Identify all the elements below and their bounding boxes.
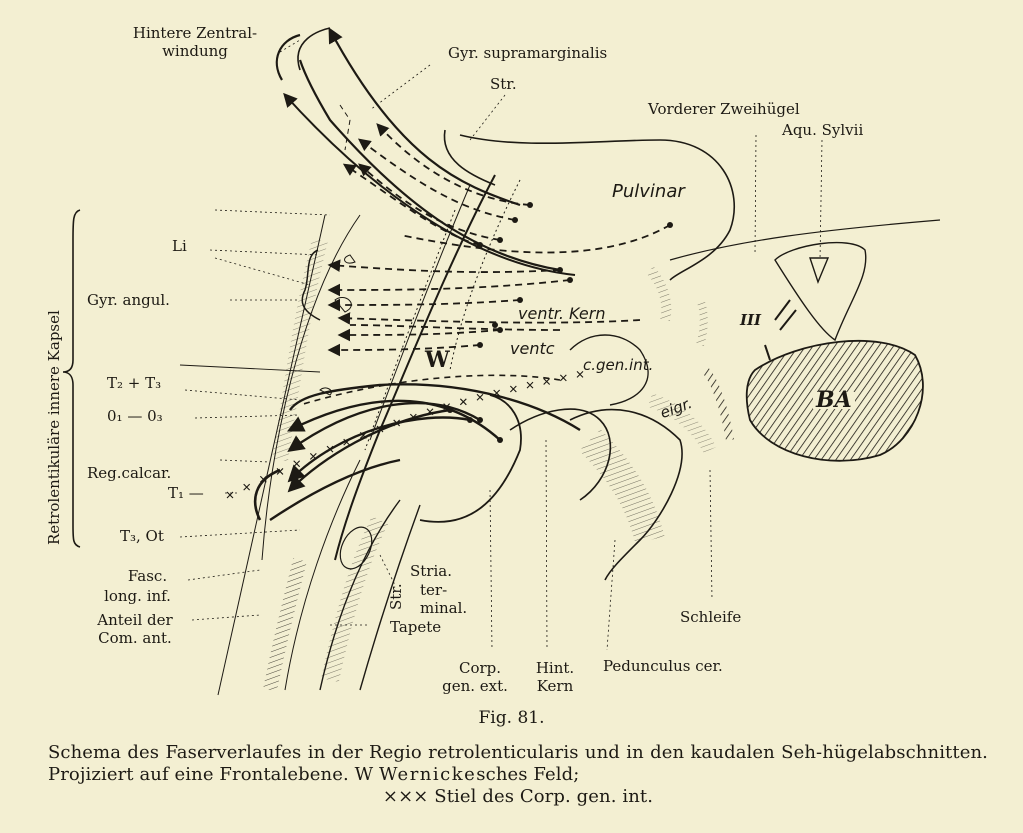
figure-caption: Schema des Faserverlaufes in der Regio r…: [48, 742, 988, 808]
label-ter: ter-: [420, 581, 448, 599]
fiber-origin-dot: [497, 237, 503, 243]
label-c-gen-int: c.gen.int.: [583, 356, 654, 374]
label-fasc: Fasc.: [127, 567, 168, 585]
label-com-ant: Com. ant.: [98, 629, 172, 647]
label-vorderer-zweihuegel: Vorderer Zweihügel: [648, 100, 800, 118]
cross-mark: [426, 408, 434, 416]
cross-mark: [476, 393, 484, 401]
cross-mark: [576, 370, 584, 378]
cross-mark: [543, 378, 551, 385]
label-gyr-supramarginalis: Gyr. supramarginalis: [448, 44, 608, 62]
label-li: Li: [172, 237, 187, 255]
fiber-origin-dot: [497, 437, 503, 443]
cross-mark: [526, 381, 534, 389]
label-hint: Hint.: [535, 659, 575, 677]
cross-mark: [259, 475, 267, 483]
label-t3-ot: T₃, Ot: [120, 527, 164, 545]
caption-crosses: ×××: [382, 786, 429, 807]
label-minal: minal.: [420, 599, 468, 617]
fiber-origin-dot: [477, 242, 483, 248]
cross-mark: [493, 389, 501, 397]
cross-mark: [243, 483, 251, 491]
cross-mark: [459, 398, 467, 406]
label-pulvinar: Pulvinar: [612, 181, 685, 202]
label-o1-o3: 0₁ — 0₃: [107, 407, 163, 425]
fiber-origin-dot: [467, 417, 473, 423]
fiber-origin-dot: [492, 322, 498, 328]
cross-mark: [509, 385, 517, 393]
fiber-origin-dot: [477, 342, 483, 348]
fiber-origin-dot: [527, 202, 533, 208]
caption-part2: sches Feld;: [476, 764, 580, 785]
cross-mark: [393, 419, 401, 427]
cross-mark: [343, 438, 351, 446]
cross-mark: [409, 413, 417, 421]
label-retrolentikulaere: Retrolentikuläre innere Kapsel: [45, 310, 63, 545]
cross-mark: [326, 445, 334, 453]
cross-mark: [359, 432, 367, 439]
fiber-origin-dot: [447, 407, 453, 413]
label-ventr-kern: ventr. Kern: [518, 304, 606, 323]
label-roman-iii: III: [740, 311, 762, 329]
caption-line3: ××× Stiel des Corp. gen. int.: [48, 786, 988, 808]
label-w: W: [425, 347, 450, 373]
label-anteil-der: Anteil der: [97, 611, 173, 629]
label-kern: Kern: [536, 677, 574, 695]
label-str-top: Str.: [490, 75, 517, 93]
label-stria: Stria.: [410, 562, 452, 580]
fiber-diagram: [62, 27, 941, 696]
label-corp: Corp.: [458, 659, 502, 677]
label-reg-calcar: Reg.calcar.: [87, 464, 172, 482]
label-long-inf: long. inf.: [104, 587, 171, 605]
cross-mark: [293, 460, 301, 468]
label-gen-ext: gen. ext.: [442, 677, 508, 695]
cross-mark: [276, 468, 284, 475]
fiber-origin-dot: [557, 267, 563, 273]
label-tapete: Tapete: [390, 618, 442, 636]
label-t2-t3: T₂ + T₃: [107, 374, 162, 392]
cross-mark: [559, 374, 567, 382]
caption-wernicke: Wernicke: [379, 764, 477, 785]
label-hintere-zentral: Hintere Zentral-: [132, 24, 258, 42]
figure-number: Fig. 81.: [478, 708, 545, 728]
label-aqu-sylvii: Aqu. Sylvii: [782, 121, 864, 139]
label-str-side: Str.: [387, 583, 405, 610]
label-pedunculus: Pedunculus cer.: [603, 657, 723, 675]
caption-part1: Schema des Faserverlaufes in der Regio r…: [48, 742, 988, 785]
label-ventc: ventc: [510, 339, 555, 358]
label-schleife: Schleife: [680, 608, 742, 626]
label-ba: BA: [813, 389, 855, 411]
caption-part3: Stiel des Corp. gen. int.: [428, 786, 654, 807]
fiber-origin-dot: [512, 217, 518, 223]
label-t1-text: T₁: [168, 484, 185, 502]
label-t1: T₁ —: [168, 484, 204, 502]
label-windung: windung: [162, 42, 228, 60]
fiber-origin-dot: [517, 297, 523, 303]
label-gyr-angul: Gyr. angul.: [87, 291, 170, 309]
cross-mark: [309, 452, 317, 460]
fiber-origin-dot: [667, 222, 673, 228]
fiber-origin-dot: [477, 417, 483, 423]
fiber-origin-dot: [567, 277, 573, 283]
fiber-origin-dot: [497, 327, 503, 333]
